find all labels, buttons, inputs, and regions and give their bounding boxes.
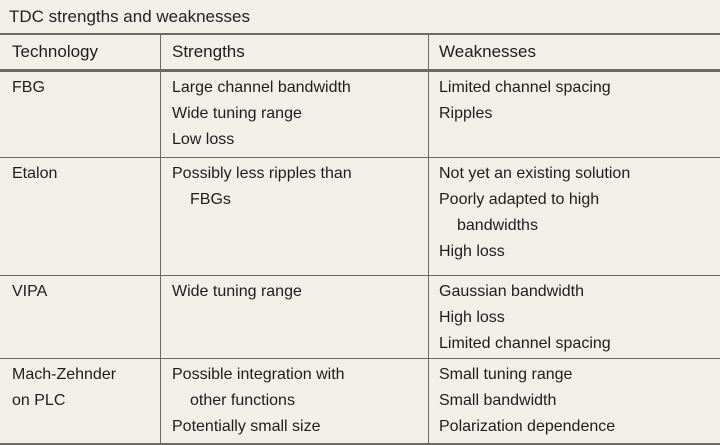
weakness-item: High loss bbox=[439, 309, 505, 326]
technology-cell: Mach-Zehnder on PLC bbox=[0, 359, 160, 443]
table-row-mach-zehnder: Mach-Zehnder on PLC Possible integration… bbox=[0, 358, 720, 445]
weakness-item: Poorly adapted to high bbox=[439, 191, 600, 208]
header-weaknesses: Weaknesses bbox=[428, 35, 720, 69]
strength-item: Large channel bandwidth bbox=[172, 79, 351, 96]
technology-name: VIPA bbox=[12, 283, 48, 300]
weakness-item: Limited channel spacing bbox=[439, 79, 611, 96]
weakness-item: Small tuning range bbox=[439, 366, 573, 383]
strengths-cell: Wide tuning range bbox=[160, 276, 428, 358]
table-header-row: Technology Strengths Weaknesses bbox=[0, 33, 720, 71]
strength-item: Potentially small size bbox=[172, 418, 321, 435]
technology-name: FBG bbox=[12, 79, 45, 96]
technology-cell: FBG bbox=[0, 72, 160, 157]
strength-item: Possibly less ripples than bbox=[172, 165, 352, 182]
technology-cell: VIPA bbox=[0, 276, 160, 358]
weakness-item: High loss bbox=[439, 243, 505, 260]
strength-item: Possible integration with bbox=[172, 366, 345, 383]
weakness-item: Polarization dependence bbox=[439, 418, 616, 435]
header-strengths: Strengths bbox=[160, 35, 428, 69]
weaknesses-cell: Gaussian bandwidth High loss Limited cha… bbox=[428, 276, 720, 358]
weakness-item: Not yet an existing solution bbox=[439, 165, 631, 182]
weaknesses-cell: Limited channel spacing Ripples bbox=[428, 72, 720, 157]
weakness-item: Gaussian bandwidth bbox=[439, 283, 584, 300]
header-technology: Technology bbox=[12, 42, 99, 61]
weaknesses-cell: Small tuning range Small bandwidth Polar… bbox=[428, 359, 720, 443]
strength-item-continuation: other functions bbox=[190, 392, 295, 409]
technology-cell: Etalon bbox=[0, 158, 160, 275]
weakness-item: Small bandwidth bbox=[439, 392, 557, 409]
technology-name: Etalon bbox=[12, 165, 58, 182]
strength-item: Wide tuning range bbox=[172, 105, 302, 122]
strengths-cell: Possibly less ripples than FBGs bbox=[160, 158, 428, 275]
table-caption: TDC strengths and weaknesses bbox=[9, 7, 250, 26]
weakness-item: Limited channel spacing bbox=[439, 335, 611, 352]
weaknesses-cell: Not yet an existing solution Poorly adap… bbox=[428, 158, 720, 275]
weakness-item-continuation: bandwidths bbox=[457, 217, 538, 234]
strength-item: Low loss bbox=[172, 131, 235, 148]
table-row-vipa: VIPA Wide tuning range Gaussian bandwidt… bbox=[0, 275, 720, 358]
strengths-cell: Possible integration with other function… bbox=[160, 359, 428, 443]
strengths-cell: Large channel bandwidth Wide tuning rang… bbox=[160, 72, 428, 157]
technology-name-continuation: on PLC bbox=[12, 392, 66, 409]
strength-item-continuation: FBGs bbox=[190, 191, 231, 208]
comparison-table: Technology Strengths Weaknesses FBG Larg… bbox=[0, 33, 720, 445]
table-row-etalon: Etalon Possibly less ripples than FBGs N… bbox=[0, 157, 720, 275]
strength-item: Wide tuning range bbox=[172, 283, 302, 300]
weakness-item: Ripples bbox=[439, 105, 493, 122]
table-row-fbg: FBG Large channel bandwidth Wide tuning … bbox=[0, 71, 720, 157]
technology-name: Mach-Zehnder bbox=[12, 366, 117, 383]
